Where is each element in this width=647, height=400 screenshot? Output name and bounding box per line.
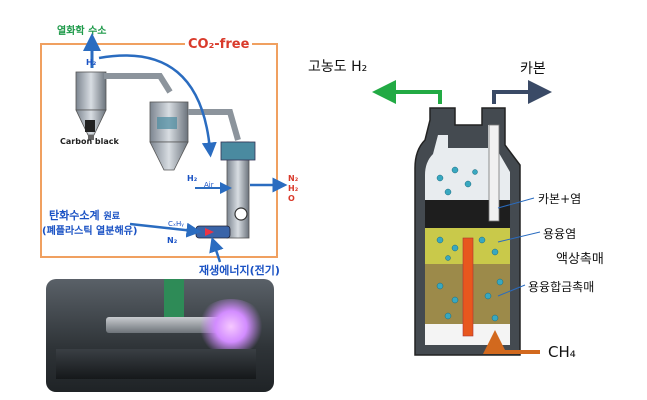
layer-label-molten-salt: 용융염 — [543, 227, 577, 241]
leader-carbon-salt — [497, 197, 535, 209]
cxhy-label: CₓHᵧ — [168, 220, 184, 228]
layer-label-carbon-salt: 카본+염 — [538, 192, 582, 206]
carbon-black-block — [85, 120, 95, 132]
main-reactor-column — [220, 141, 256, 239]
leader-molten-salt — [497, 231, 541, 243]
photo-green-block — [164, 279, 184, 319]
carbon-exit-tube — [488, 124, 500, 222]
plasma-torch-photo — [46, 279, 274, 392]
air-label: Air — [204, 181, 214, 189]
output-h2: H₂ — [288, 184, 299, 193]
outputs-label: N₂ H₂ O — [288, 174, 298, 204]
n2-label: N₂ — [167, 236, 178, 245]
energy-arrow — [209, 236, 224, 263]
photo-base — [56, 349, 256, 379]
h2-mid-label: H₂ — [187, 174, 198, 183]
feed-label-line2: (폐플라스틱 열분해유) — [42, 226, 138, 237]
output-o: O — [288, 194, 295, 203]
feed-small-text: 원료 — [103, 212, 121, 222]
feed-label-line1: 탄화수소계 원료 — [49, 207, 120, 223]
co2-free-title: CO₂-free — [185, 37, 253, 52]
feed-arrow — [129, 222, 202, 238]
photo-plasma-glow — [196, 299, 266, 354]
leader-alloy — [497, 284, 526, 297]
ch4-feed-label: CH₄ — [548, 343, 576, 361]
h2-output-label: 고농도 H₂ — [308, 59, 368, 75]
gas-bubbles — [436, 166, 504, 322]
plasma-torch — [195, 225, 231, 239]
carbon-black-label: Carbon black — [60, 137, 119, 146]
energy-label: 재생에너지(전기) — [199, 264, 280, 277]
reactor-feed-pipe — [188, 109, 241, 141]
carbon-out-arrow — [492, 80, 552, 104]
carbon-output-label: 카본 — [520, 61, 546, 77]
liquid-catalyst-reactor — [414, 107, 521, 356]
layer-label-liquid-catalyst: 액상촉매 — [556, 252, 604, 267]
co2-free-frame — [40, 43, 278, 258]
h2-out-arrow — [372, 80, 442, 104]
feed-main-text: 탄화수소계 — [49, 209, 100, 222]
layer-label-alloy: 용융합금촉매 — [528, 280, 595, 294]
middle-cyclone — [149, 101, 189, 171]
hydrogen-output-label: 열화학 수소 — [57, 26, 107, 37]
methane-feed-tube — [462, 237, 474, 337]
h2-top-label: H₂ — [86, 58, 97, 67]
upper-cyclone — [75, 71, 107, 140]
ch4-in-arrow — [483, 330, 540, 354]
h2-flow-arrow — [98, 54, 217, 158]
connecting-pipe — [104, 73, 173, 94]
output-n2: N₂ — [288, 174, 299, 183]
